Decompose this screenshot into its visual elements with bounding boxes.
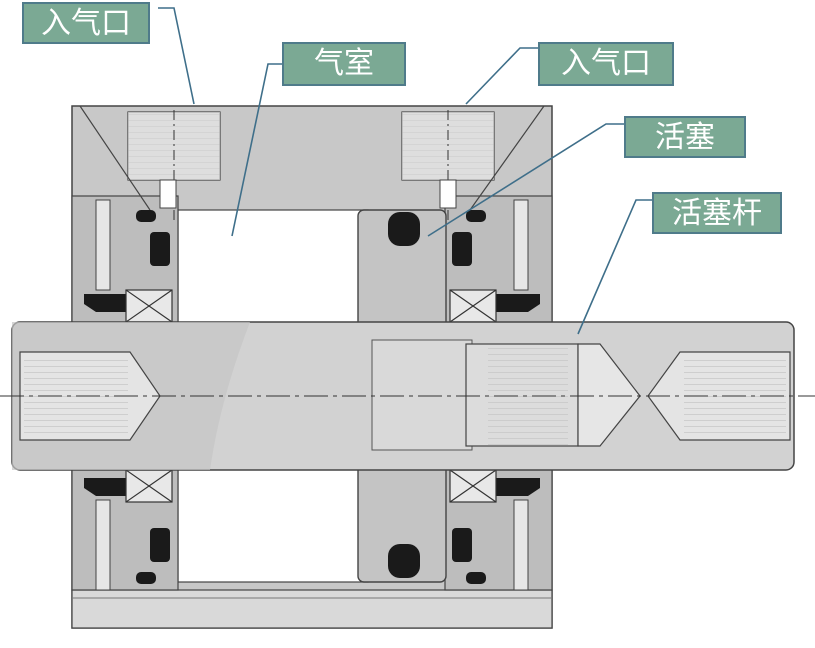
housing-base-strip <box>71 589 553 629</box>
seal-left-bottom <box>84 478 130 496</box>
piston-seal-bottom <box>388 544 420 578</box>
leader-air-chamber <box>231 63 282 237</box>
bearing-right-bottom <box>449 469 497 503</box>
label-inlet-right: 入气口 <box>538 42 674 86</box>
leader-piston <box>427 123 624 237</box>
leader-piston-rod <box>577 199 652 335</box>
bearing-left-top <box>125 289 173 323</box>
seal-right-top <box>496 294 540 312</box>
label-air-chamber: 气室 <box>282 42 406 86</box>
label-piston-rod: 活塞杆 <box>652 192 782 234</box>
leader-inlet-right <box>465 47 538 105</box>
piston-seal-top <box>388 212 420 246</box>
bearing-right-top <box>449 289 497 323</box>
seal-left-top <box>84 294 130 312</box>
leader-lines <box>158 7 652 335</box>
label-piston: 活塞 <box>624 116 746 158</box>
leader-inlet-left <box>158 7 195 105</box>
bearing-left-bottom <box>125 469 173 503</box>
label-inlet-left: 入气口 <box>22 2 150 44</box>
seal-right-bottom <box>496 478 540 496</box>
